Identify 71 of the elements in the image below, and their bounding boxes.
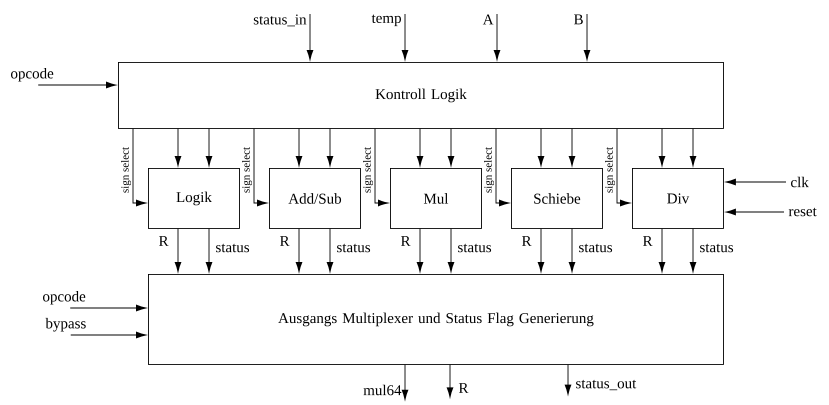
arrow <box>568 128 576 166</box>
edge-label: sign select <box>242 146 252 194</box>
arrow <box>658 128 666 166</box>
arrow <box>70 304 146 312</box>
edge-label: R <box>159 236 169 246</box>
multiplexer-block: Ausgangs Multiplexer und Status Flag Generierung <box>148 274 724 365</box>
arrow <box>326 228 334 272</box>
arrow <box>296 228 302 272</box>
edge-label: status <box>579 244 612 252</box>
edge-label: sign select <box>484 146 494 194</box>
arrow <box>174 228 182 272</box>
arrow <box>326 128 334 166</box>
arrow <box>726 178 786 186</box>
signal-label: reset <box>788 208 817 216</box>
arrow <box>564 364 572 395</box>
arrow <box>132 128 146 206</box>
control-block: Kontroll Logik <box>118 62 724 129</box>
arrow <box>726 208 784 216</box>
signal-label: bypass <box>45 318 86 332</box>
edge-label: status <box>337 244 370 252</box>
arrow <box>448 228 454 272</box>
arrow <box>658 228 666 272</box>
arrow <box>206 228 212 272</box>
signal-label: R <box>458 383 468 393</box>
signal-label: mul64 <box>364 384 402 396</box>
arrow <box>402 364 408 400</box>
edge-label: R <box>401 236 411 246</box>
arrow <box>690 228 696 272</box>
arrow <box>416 128 424 166</box>
signal-label: A <box>482 14 494 24</box>
signal-label: temp <box>372 14 401 26</box>
arrow <box>206 128 212 166</box>
arrow <box>568 228 576 272</box>
arrow <box>496 128 510 206</box>
edge-label: status <box>458 244 492 252</box>
edge-label: sign select <box>362 146 374 194</box>
arrow <box>38 82 116 88</box>
unit-box: Add/Sub <box>269 168 361 229</box>
unit-box: Div <box>632 168 724 229</box>
arrow <box>254 128 268 206</box>
arrow <box>538 128 544 166</box>
signal-label: clk <box>791 176 809 188</box>
arrow <box>416 228 424 272</box>
signal-label: opcode <box>11 68 54 82</box>
edge-label: status <box>700 244 734 252</box>
edge-label: R <box>522 236 532 246</box>
arrow <box>538 228 544 272</box>
signal-label: B <box>574 14 583 24</box>
arrow <box>494 14 500 60</box>
edge-label: status <box>216 244 250 252</box>
arrow <box>584 14 590 60</box>
unit-box: Mul <box>390 168 482 229</box>
arrow <box>374 128 388 206</box>
signal-label: status_in <box>254 14 306 26</box>
edge-label: sign select <box>120 146 132 194</box>
arrow <box>174 128 182 166</box>
arrow <box>296 128 302 166</box>
unit-box: Logik <box>148 168 240 229</box>
arrow <box>446 364 454 398</box>
unit-box: Schiebe <box>511 168 603 229</box>
arrow <box>402 14 408 60</box>
arrow <box>616 128 630 206</box>
arrow <box>690 128 696 166</box>
arrow <box>448 128 454 166</box>
arrow <box>306 14 314 60</box>
signal-label: opcode <box>43 290 86 305</box>
edge-label: R <box>280 236 290 246</box>
arrow <box>70 332 146 338</box>
edge-label: sign select <box>604 146 616 194</box>
edge-label: R <box>643 236 653 246</box>
signal-label: status_out <box>576 380 636 390</box>
